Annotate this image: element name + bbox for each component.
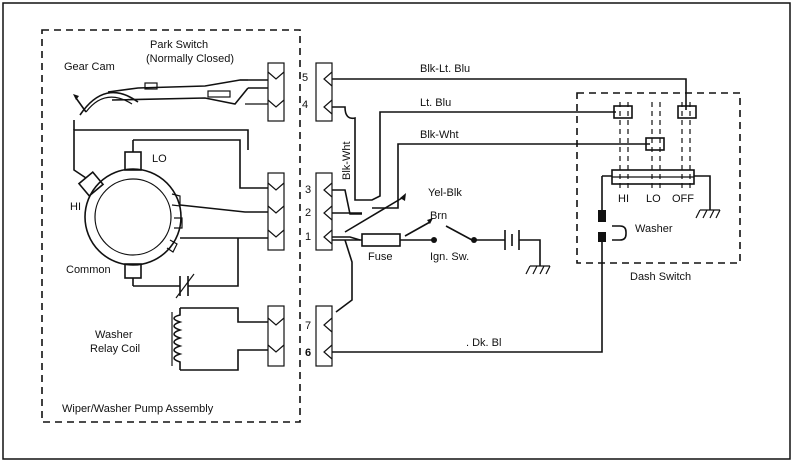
gear-cam-label: Gear Cam: [64, 61, 115, 73]
pin-6-label: 6: [305, 347, 311, 359]
wire-blkwht-label: Blk-Wht: [420, 129, 459, 141]
dash-switch-boundary: [576, 92, 741, 264]
wire-brn-label: Brn: [430, 210, 447, 222]
washer-relay-sub-label: Relay Coil: [90, 343, 140, 355]
motor-wiring: [73, 120, 268, 299]
washer-relay-label: Washer: [95, 329, 133, 341]
pump-assembly-boundary: [41, 29, 301, 423]
harness-connectors: [315, 62, 333, 367]
pin-4-label: 4: [302, 99, 308, 111]
common-terminal-label: Common: [66, 264, 111, 276]
ignition-switch-label: Ign. Sw.: [430, 251, 469, 263]
pin-3-label: 3: [305, 184, 311, 196]
dash-hi-label: HI: [618, 193, 629, 205]
pin-7-label: 7: [305, 320, 311, 332]
outer-frame: [2, 2, 791, 460]
pin-1-label: 1: [305, 231, 311, 243]
dash-switch-contacts: [598, 102, 721, 242]
gear-cam-and-park-switch: [73, 79, 268, 116]
assembly-label: Wiper/Washer Pump Assembly: [62, 403, 214, 415]
washer-relay-coil: [171, 307, 268, 371]
external-wiring: [332, 78, 687, 353]
wire-blkwht-vertical-label: Blk-Wht: [341, 142, 353, 181]
wire-ltblu-label: Lt. Blu: [420, 97, 451, 109]
wire-blk-ltblu-label: Blk-Lt. Blu: [420, 63, 470, 75]
pin-5-label: 5: [302, 72, 308, 84]
wiper-motor: [77, 140, 183, 286]
fuse-label: Fuse: [368, 251, 392, 263]
wire-yelblk-label: Yel-Blk: [428, 187, 462, 199]
lo-terminal-label: LO: [152, 153, 167, 165]
dash-lo-label: LO: [646, 193, 661, 205]
park-switch-sub-label: (Normally Closed): [146, 53, 234, 65]
park-switch-label: Park Switch: [150, 39, 208, 51]
dash-off-label: OFF: [672, 193, 694, 205]
dash-switch-label: Dash Switch: [630, 271, 691, 283]
assembly-connectors: [267, 62, 285, 367]
fuse-symbol: [361, 233, 401, 247]
pin-2-label: 2: [305, 207, 311, 219]
dash-washer-label: Washer: [635, 223, 673, 235]
hi-terminal-label: HI: [70, 201, 81, 213]
wire-dkbl-label: . Dk. Bl: [466, 337, 501, 349]
